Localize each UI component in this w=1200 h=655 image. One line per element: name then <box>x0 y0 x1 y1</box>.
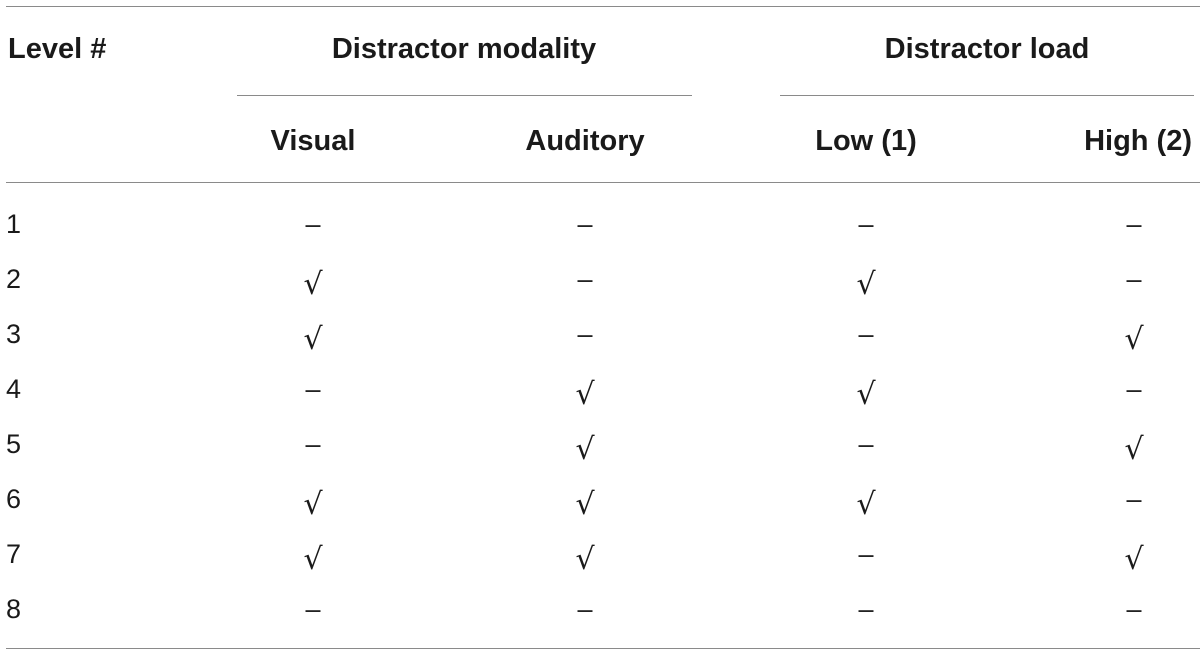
header-distractor-modality: Distractor modality <box>331 33 597 65</box>
cell-visual-dash: – <box>305 429 321 459</box>
cell-low-check: √ <box>856 377 876 412</box>
level-number: 6 <box>6 484 22 514</box>
header-level: Level # <box>8 33 107 65</box>
level-number: 7 <box>6 539 22 569</box>
cell-visual-dash: – <box>305 374 321 404</box>
header-low: Low (1) <box>815 125 917 157</box>
cell-low-check: √ <box>856 487 876 522</box>
cell-visual-dash: – <box>305 594 321 624</box>
level-number: 8 <box>6 594 22 624</box>
level-number: 2 <box>6 264 22 294</box>
cell-low-dash: – <box>858 594 874 624</box>
cell-auditory-check: √ <box>575 542 595 577</box>
header-high: High (2) <box>1084 125 1192 157</box>
cell-low-dash: – <box>858 319 874 349</box>
cell-high-check: √ <box>1124 432 1144 467</box>
cell-visual-check: √ <box>303 322 323 357</box>
cell-high-dash: – <box>1126 594 1142 624</box>
cell-auditory-dash: – <box>577 209 593 239</box>
cell-low-dash: – <box>858 209 874 239</box>
header-auditory: Auditory <box>525 125 645 157</box>
cell-auditory-dash: – <box>577 264 593 294</box>
modality-group-rule <box>237 95 692 96</box>
cell-visual-check: √ <box>303 487 323 522</box>
level-number: 5 <box>6 429 22 459</box>
cell-auditory-dash: – <box>577 319 593 349</box>
cell-visual-check: √ <box>303 542 323 577</box>
cell-visual-check: √ <box>303 267 323 302</box>
cell-visual-dash: – <box>305 209 321 239</box>
level-number: 4 <box>6 374 22 404</box>
header-visual: Visual <box>270 125 356 157</box>
cell-high-check: √ <box>1124 322 1144 357</box>
header-rule <box>6 182 1200 183</box>
level-number: 3 <box>6 319 22 349</box>
cell-high-dash: – <box>1126 209 1142 239</box>
cell-auditory-check: √ <box>575 377 595 412</box>
cell-high-dash: – <box>1126 264 1142 294</box>
cell-high-dash: – <box>1126 484 1142 514</box>
cell-auditory-dash: – <box>577 594 593 624</box>
bottom-rule <box>6 648 1200 649</box>
cell-low-check: √ <box>856 267 876 302</box>
cell-low-dash: – <box>858 429 874 459</box>
cell-auditory-check: √ <box>575 487 595 522</box>
top-rule <box>6 6 1200 7</box>
cell-low-dash: – <box>858 539 874 569</box>
cell-high-dash: – <box>1126 374 1142 404</box>
load-group-rule <box>780 95 1194 96</box>
header-distractor-load: Distractor load <box>884 33 1090 65</box>
level-number: 1 <box>6 209 22 239</box>
cell-auditory-check: √ <box>575 432 595 467</box>
cell-high-check: √ <box>1124 542 1144 577</box>
